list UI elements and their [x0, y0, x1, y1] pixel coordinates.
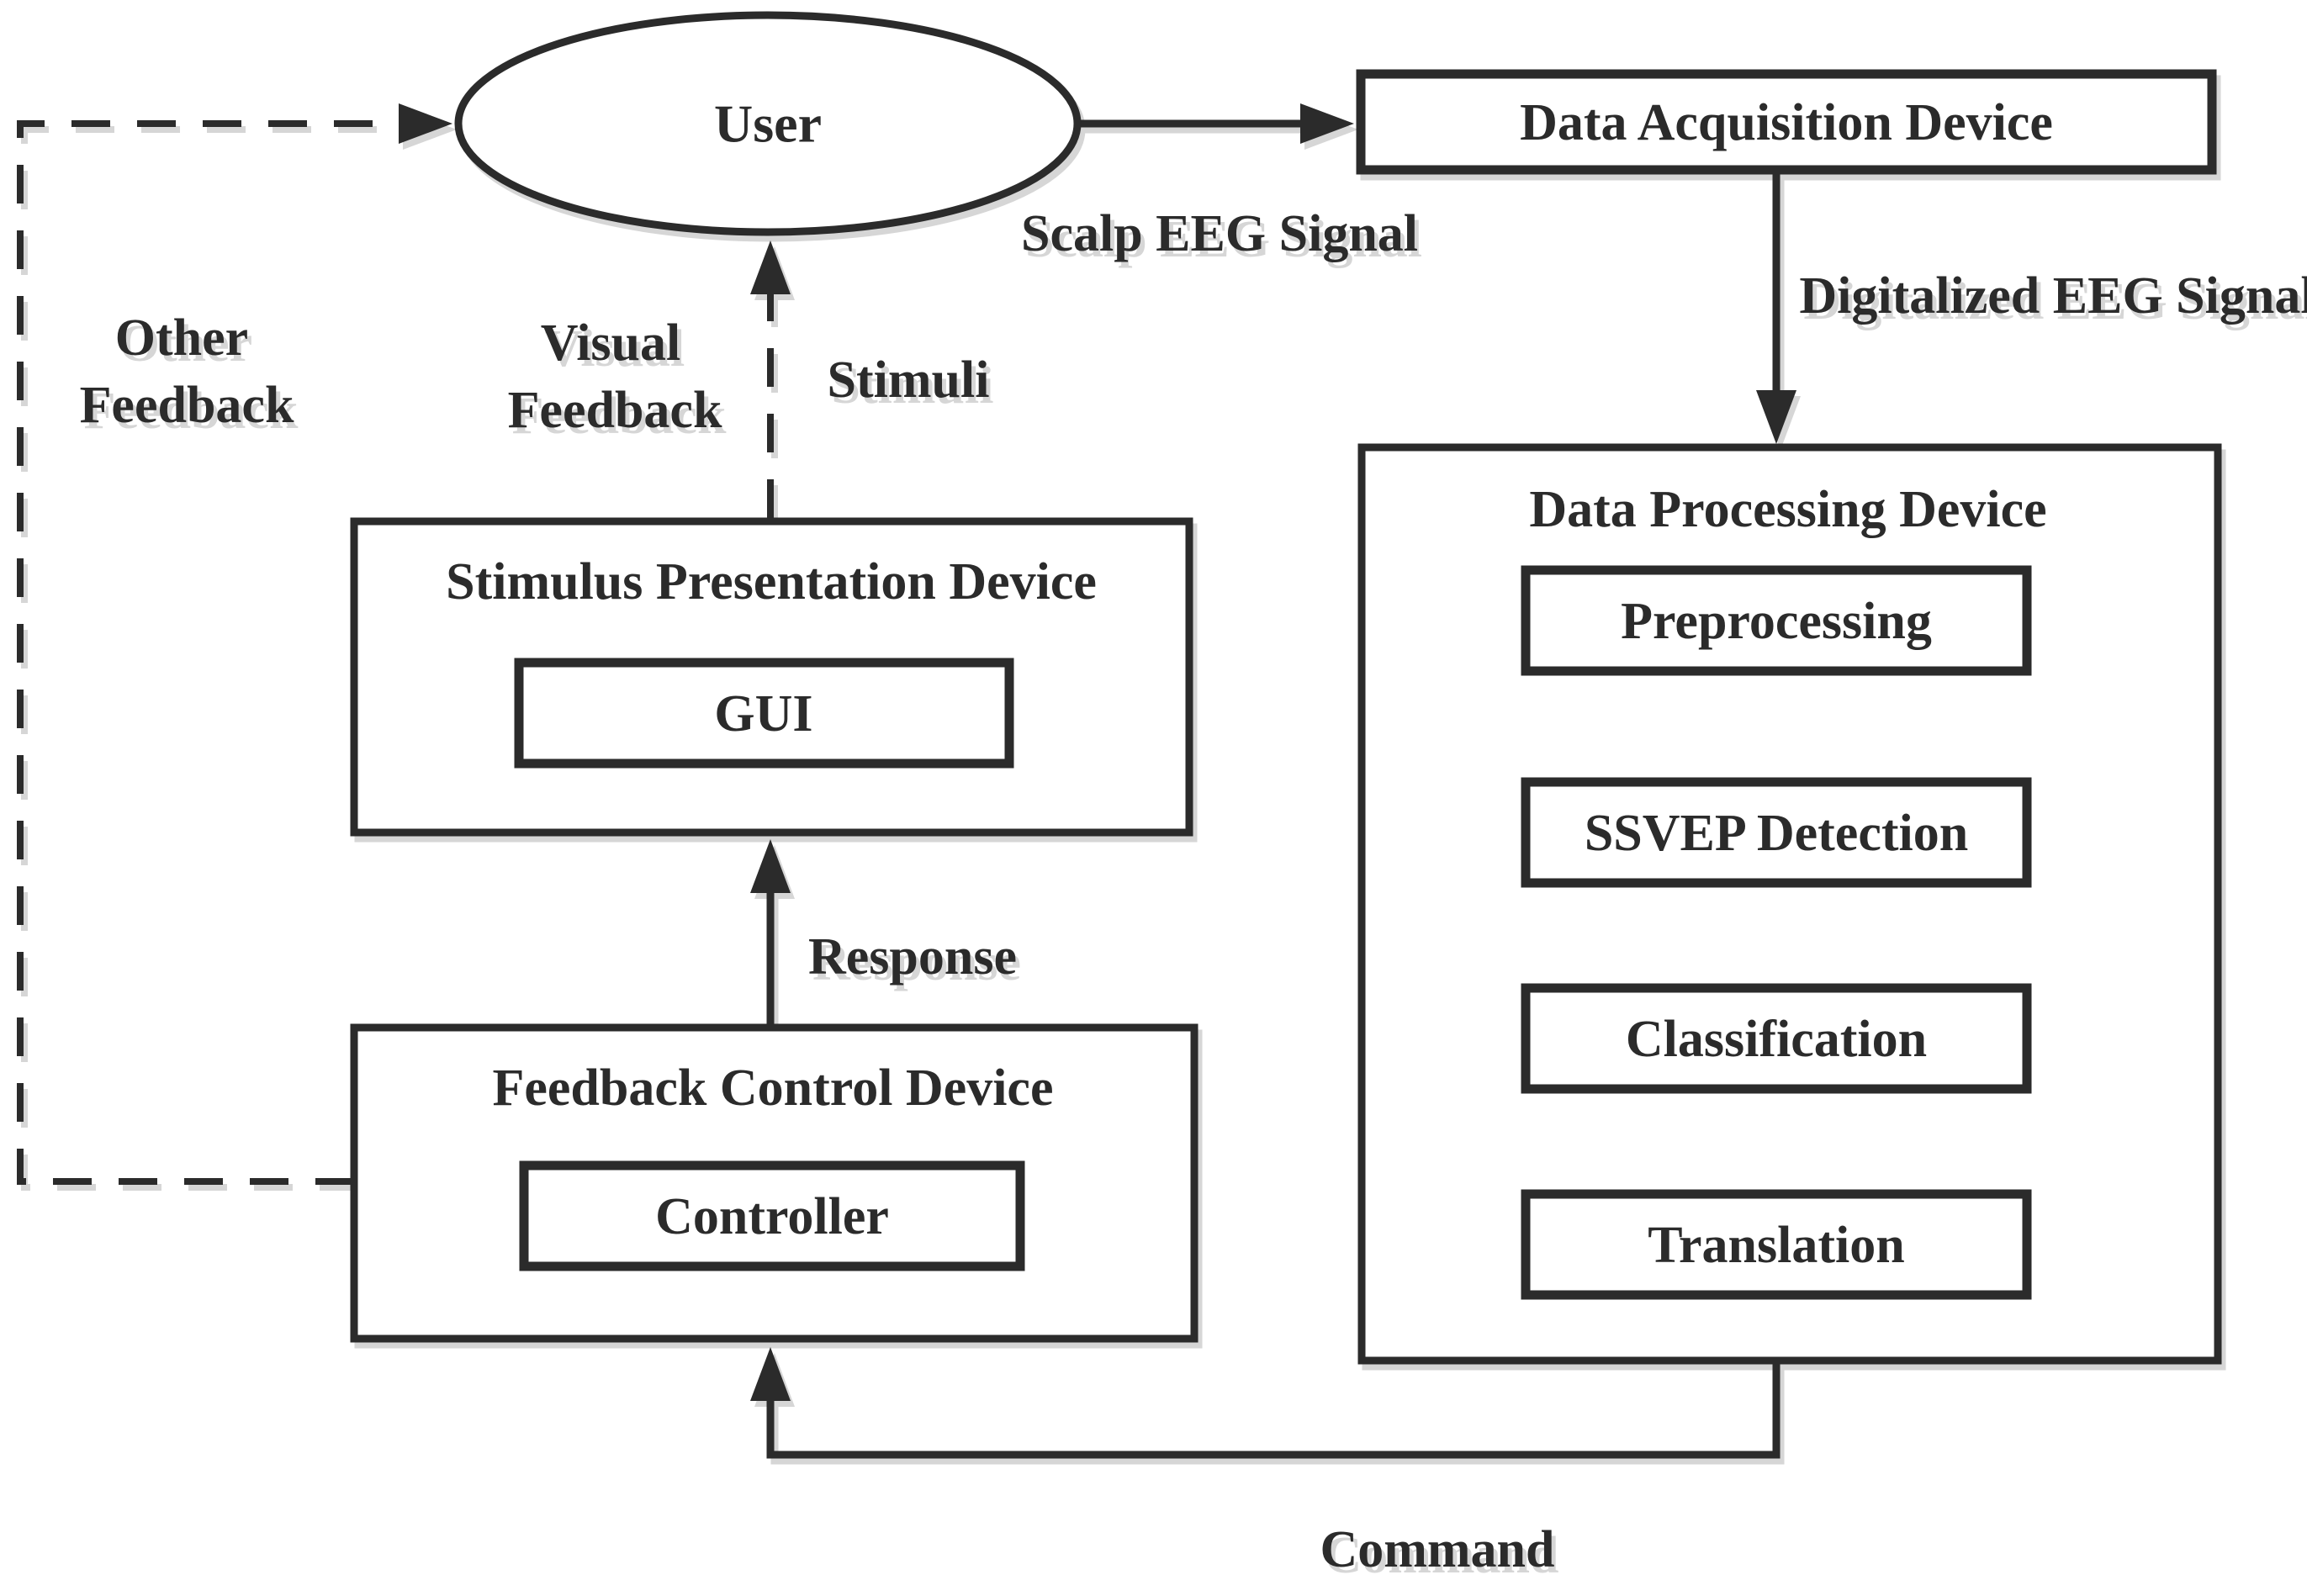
command-label: Command: [1320, 1521, 1554, 1578]
user-label: User: [714, 94, 822, 154]
scalp-eeg-label: Scalp EEG Signal: [1021, 205, 1418, 262]
user-ellipse: [454, 11, 1082, 236]
other-feedback-dashed-arrow: [17, 103, 452, 1185]
data-acquisition-box: [1356, 69, 2217, 175]
translation-label: Translation: [1648, 1217, 1904, 1274]
classification-label: Classification: [1626, 1011, 1927, 1068]
ssvep-detection-box: [1521, 777, 2032, 888]
other-feedback-label-line2: Feedback: [80, 377, 294, 434]
visual-feedback-label-line2: Feedback: [508, 382, 722, 439]
stimuli-label: Stimuli: [828, 351, 990, 409]
other-feedback-label-line1: Other: [115, 309, 248, 367]
data-acquisition-label: Data Acquisition Device: [1520, 94, 2053, 151]
controller-label: Controller: [655, 1188, 889, 1245]
digitalized-eeg-label: Digitalized EEG Signal: [1799, 267, 2307, 325]
feedback-control-label: Feedback Control Device: [493, 1060, 1054, 1117]
ssvep-detection-label: SSVEP Detection: [1585, 805, 1968, 862]
stimulus-presentation-label: Stimulus Presentation Device: [446, 553, 1097, 610]
data-processing-label: Data Processing Device: [1529, 481, 2046, 538]
controller-box: [519, 1160, 1025, 1271]
response-label: Response: [808, 928, 1017, 986]
translation-box: [1521, 1189, 2032, 1300]
gui-label: GUI: [714, 685, 812, 743]
gui-box: [514, 658, 1014, 769]
classification-box: [1521, 983, 2032, 1094]
preprocessing-box: [1521, 565, 2032, 676]
command-arrow: [750, 1347, 1781, 1459]
preprocessing-label: Preprocessing: [1621, 593, 1932, 650]
visual-feedback-label-line1: Visual: [541, 314, 681, 372]
